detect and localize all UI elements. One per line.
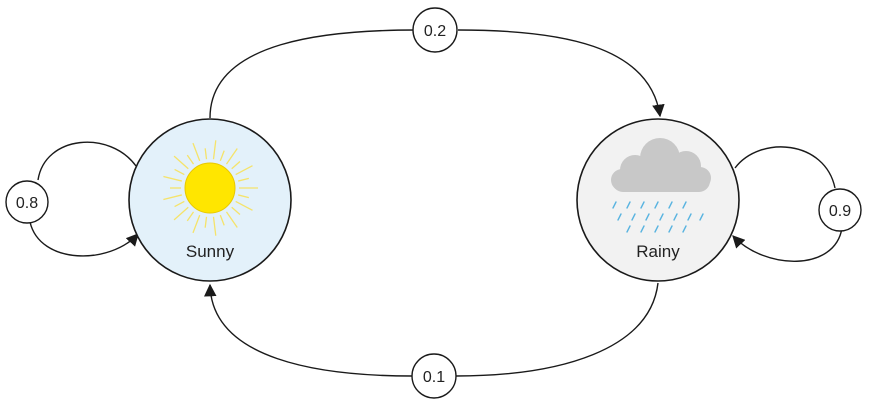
sun-ray	[225, 211, 238, 228]
arrow-sunny-to-rainy	[209, 29, 660, 118]
sun-icon	[163, 140, 258, 236]
prob-rainy-to-rainy: 0.9	[829, 203, 851, 220]
rain-drop	[699, 213, 704, 221]
prob-badge-rainy-to-sunny: 0.1	[411, 353, 457, 399]
sun-ray	[235, 165, 253, 176]
state-rainy: Rainy	[576, 118, 740, 282]
sun-ray	[186, 154, 195, 165]
sun-ray	[163, 194, 182, 201]
sun-ray	[231, 160, 241, 170]
sun-ray	[231, 206, 241, 216]
rain-drop	[617, 213, 622, 221]
sun-ray	[186, 211, 195, 222]
rain-drop	[645, 213, 650, 221]
sun-ray	[192, 214, 201, 234]
sun-ray	[192, 142, 201, 162]
prob-sunny-to-rainy: 0.2	[424, 23, 446, 40]
arrow-sunny-self-loop	[29, 141, 138, 257]
sun-ray	[238, 194, 249, 199]
rain-drop	[687, 213, 692, 221]
rain-drop	[640, 225, 645, 233]
rain-drop	[668, 201, 673, 209]
sun-ray	[163, 175, 182, 182]
prob-badge-rainy-self: 0.9	[818, 188, 862, 232]
rain-drop	[659, 213, 664, 221]
arrow-rainy-self-loop	[733, 146, 843, 262]
rain-drop	[673, 213, 678, 221]
rain-drop	[682, 201, 687, 209]
sun-ray	[238, 177, 249, 182]
rain-drop	[631, 213, 636, 221]
prob-rainy-to-sunny: 0.1	[423, 369, 445, 386]
sun-ray	[174, 168, 185, 176]
sun-ray	[173, 155, 189, 170]
prob-badge-sunny-self: 0.8	[5, 180, 49, 224]
state-sunny: Sunny	[128, 118, 292, 282]
rain-drop	[612, 201, 617, 209]
rain-drop	[654, 225, 659, 233]
sun-ray	[173, 206, 189, 221]
arrow-rainy-to-sunny	[210, 283, 659, 377]
sun-ray	[204, 148, 208, 160]
sun-ray	[219, 214, 225, 226]
sun-ray	[219, 150, 225, 162]
rain-drop	[682, 225, 687, 233]
sun-ray	[235, 200, 253, 211]
rain-drop	[668, 225, 673, 233]
sunny-label: Sunny	[186, 242, 235, 261]
sun-ray	[174, 200, 185, 208]
sun-ray	[212, 216, 217, 236]
rain-drop	[640, 201, 645, 209]
rain-drop	[626, 201, 631, 209]
rainy-label: Rainy	[636, 242, 680, 261]
sun-ray	[204, 216, 208, 228]
rain-drop	[626, 225, 631, 233]
prob-badge-sunny-to-rainy: 0.2	[412, 7, 458, 53]
rain-drop	[654, 201, 659, 209]
rain-cloud-icon	[611, 138, 711, 233]
sun-ray	[225, 148, 238, 165]
sun-ray	[212, 140, 217, 160]
prob-sunny-to-sunny: 0.8	[16, 195, 38, 212]
